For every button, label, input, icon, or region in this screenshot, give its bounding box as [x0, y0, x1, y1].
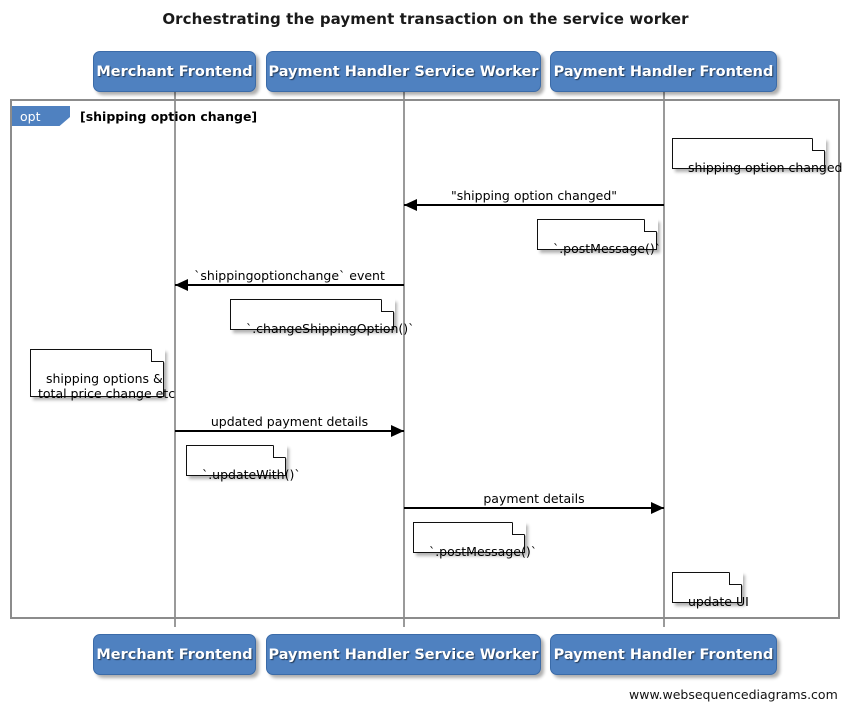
note-post-message-1: `.postMessage()` — [537, 218, 661, 256]
participant-label: Payment Handler Frontend — [553, 63, 774, 80]
note-update-with: `.updateWith()` — [186, 444, 301, 482]
participant-payment-handler-service-worker-bottom[interactable]: Payment Handler Service Worker — [266, 634, 541, 675]
message-line-updated-payment-details — [175, 430, 404, 432]
participant-payment-handler-frontend-bottom[interactable]: Payment Handler Frontend — [550, 634, 777, 675]
note-text: `.updateWith()` — [201, 466, 301, 482]
message-arrowhead-payment-details — [651, 502, 664, 514]
message-arrowhead-updated-payment-details — [391, 425, 404, 437]
message-arrowhead-shippingoptionchange-event — [175, 279, 188, 291]
note-text: `.postMessage()` — [428, 543, 537, 559]
participant-label: Payment Handler Frontend — [553, 646, 774, 663]
lifeline-payment-handler-frontend — [663, 92, 665, 627]
note-shipping-options-total-price: shipping options & total price change et… — [30, 348, 175, 401]
message-label-shippingoptionchange-event: `shippingoptionchange` event — [194, 268, 385, 283]
opt-fragment-frame — [10, 99, 840, 619]
note-update-ui: update UI — [672, 571, 749, 609]
page-title: Orchestrating the payment transaction on… — [162, 10, 689, 28]
participant-label: Payment Handler Service Worker — [268, 646, 539, 663]
message-line-shipping-option-changed — [404, 204, 664, 206]
participant-payment-handler-service-worker-top[interactable]: Payment Handler Service Worker — [266, 51, 541, 92]
note-text: shipping options & total price change et… — [38, 370, 176, 402]
participant-merchant-frontend-top[interactable]: Merchant Frontend — [93, 51, 256, 92]
watermark: www.websequencediagrams.com — [629, 687, 838, 702]
message-line-payment-details — [404, 507, 664, 509]
message-line-shippingoptionchange-event — [175, 284, 404, 286]
note-text: update UI — [687, 593, 749, 609]
message-label-shipping-option-changed: "shipping option changed" — [450, 188, 617, 203]
message-arrowhead-shipping-option-changed — [404, 199, 417, 211]
participant-merchant-frontend-bottom[interactable]: Merchant Frontend — [93, 634, 256, 675]
opt-fragment-guard: [shipping option change] — [80, 109, 258, 124]
participant-label: Merchant Frontend — [96, 63, 253, 80]
message-label-updated-payment-details: updated payment details — [210, 414, 369, 429]
note-text: `.postMessage()` — [552, 240, 661, 256]
opt-fragment-tab: opt — [12, 106, 70, 126]
participant-label: Payment Handler Service Worker — [268, 63, 539, 80]
note-change-shipping-option: `.changeShippingOption()` — [230, 298, 414, 336]
participant-payment-handler-frontend-top[interactable]: Payment Handler Frontend — [550, 51, 777, 92]
note-post-message-2: `.postMessage()` — [413, 521, 537, 559]
lifeline-merchant-frontend — [174, 92, 176, 627]
message-label-payment-details: payment details — [483, 491, 585, 506]
participant-label: Merchant Frontend — [96, 646, 253, 663]
note-shipping-option-changed: shipping option changed — [672, 137, 842, 175]
lifeline-payment-handler-service-worker — [403, 92, 405, 627]
opt-fragment-tab-label: opt — [20, 108, 41, 124]
note-text: shipping option changed — [687, 159, 843, 175]
note-text: `.changeShippingOption()` — [245, 320, 415, 336]
